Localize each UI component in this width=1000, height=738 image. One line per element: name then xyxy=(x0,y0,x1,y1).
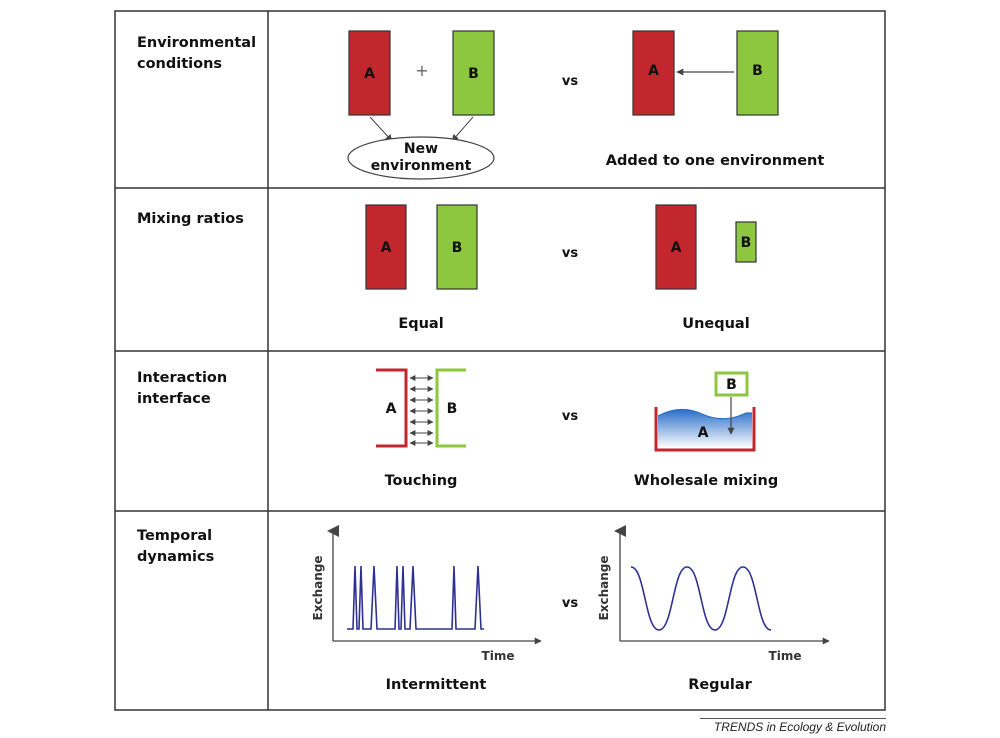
caption: Equal xyxy=(398,316,443,332)
row-temporal-dynamics: Temporal dynamics Exchange Time Intermit… xyxy=(137,525,830,693)
row-label-line: Interaction xyxy=(137,370,227,386)
vs-label: vs xyxy=(562,246,578,261)
box-b-label: B xyxy=(468,66,479,82)
box-b-small xyxy=(735,221,757,263)
label-a: A xyxy=(698,425,709,441)
water-fill xyxy=(658,409,752,448)
box-b xyxy=(736,30,779,116)
row-interaction-interface: Interaction interface A B Touching vs A … xyxy=(137,368,778,489)
bracket-a xyxy=(376,368,408,448)
y-axis-label: Exchange xyxy=(597,556,611,621)
arrow-b-to-environment xyxy=(451,116,474,142)
vs-label: vs xyxy=(562,596,578,611)
new-environment-ellipse xyxy=(347,136,495,180)
box-b xyxy=(714,371,749,397)
caption: Touching xyxy=(385,473,458,489)
y-axis-label: Exchange xyxy=(311,556,325,621)
box-a-label: A xyxy=(364,66,375,82)
row-mixing-ratios: Mixing ratios A B Equal vs A B Unequal xyxy=(137,204,757,332)
row-label-line: Temporal xyxy=(137,528,212,544)
row-label-line: Mixing ratios xyxy=(137,211,244,227)
caption: Intermittent xyxy=(386,677,487,693)
x-axis-label: Time xyxy=(769,649,802,663)
source-credit: TRENDS in Ecology & Evolution xyxy=(700,718,886,734)
box-a xyxy=(632,30,675,116)
row-label-line: interface xyxy=(137,391,211,407)
ellipse-label-line: environment xyxy=(371,158,472,174)
table-frame xyxy=(114,10,886,711)
bracket-b xyxy=(435,368,466,448)
row-label-line: conditions xyxy=(137,56,222,72)
label-b: B xyxy=(447,401,458,417)
box-a-label: A xyxy=(671,240,682,256)
caption: Wholesale mixing xyxy=(634,473,778,489)
container-a xyxy=(654,407,756,452)
box-b-label: B xyxy=(452,240,463,256)
box-a-label: A xyxy=(648,63,659,79)
ellipse-label-line: New xyxy=(404,141,438,157)
water-surface xyxy=(657,408,752,420)
caption: Unequal xyxy=(682,316,749,332)
box-a xyxy=(348,30,391,116)
plus-sign: + xyxy=(415,61,428,80)
box-b-label: B xyxy=(752,63,763,79)
box-a xyxy=(655,204,697,290)
row-label-line: Environmental xyxy=(137,35,256,51)
vs-label: vs xyxy=(562,74,578,89)
box-a xyxy=(365,204,407,290)
vs-label: vs xyxy=(562,409,578,424)
box-b xyxy=(436,204,478,290)
box-a-label: A xyxy=(381,240,392,256)
row-environmental-conditions: Environmental conditions A + B New envir… xyxy=(137,30,825,180)
row-label-line: dynamics xyxy=(137,549,214,565)
x-axis-label: Time xyxy=(482,649,515,663)
regular-signal-line xyxy=(630,566,772,631)
intermittent-signal-line xyxy=(347,565,484,630)
caption: Added to one environment xyxy=(606,153,825,169)
caption: Regular xyxy=(688,677,752,693)
box-b-label: B xyxy=(741,235,752,251)
label-a: A xyxy=(386,401,397,417)
box-b xyxy=(452,30,495,116)
arrow-a-to-environment xyxy=(369,116,393,142)
label-b: B xyxy=(726,377,737,393)
